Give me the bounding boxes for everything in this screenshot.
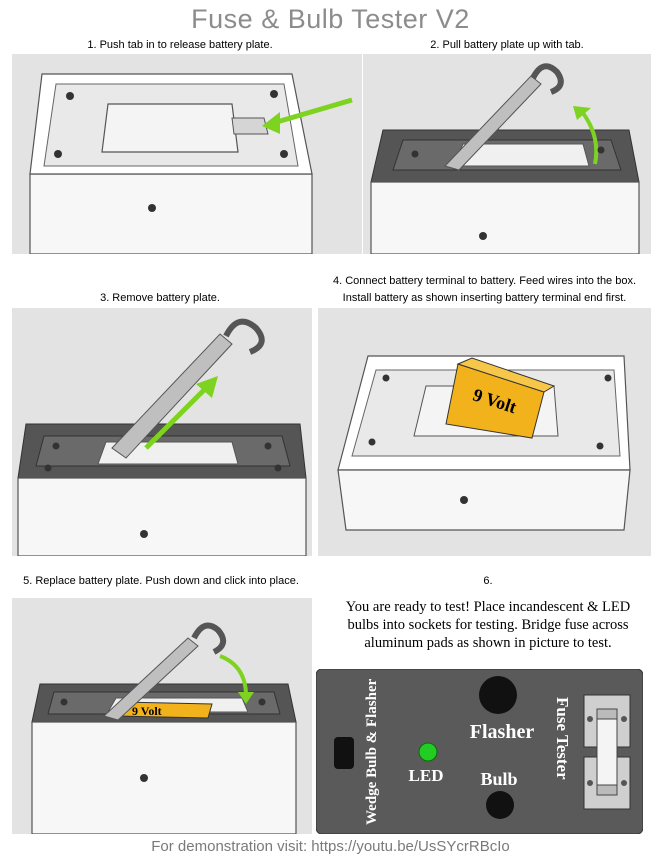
ready-line-1: You are ready to test! Place incandescen…	[345, 599, 631, 615]
step-4-caption-line2: Install battery as shown inserting batte…	[342, 292, 627, 304]
step-3-illustration	[12, 308, 312, 556]
battery-label-step5: 9 Volt	[132, 704, 162, 718]
step-4-illustration: 9 Volt	[318, 308, 651, 556]
fuse-pads[interactable]	[583, 694, 631, 810]
wedge-socket[interactable]	[334, 737, 354, 769]
page-title: Fuse & Bulb Tester V2	[191, 4, 470, 34]
led-label: LED	[409, 766, 444, 785]
bulb-socket[interactable]	[486, 791, 514, 819]
led-indicator	[418, 742, 438, 762]
fuse-icon	[596, 708, 618, 796]
ready-line-2: bulbs into sockets for testing. Bridge f…	[347, 617, 629, 633]
step-6-caption: 6.	[483, 575, 493, 587]
screw-icon	[54, 90, 288, 158]
step-5-caption: 5. Replace battery plate. Push down and …	[23, 575, 299, 587]
wedge-bulb-flasher-label: Wedge Bulb & Flasher	[364, 678, 380, 825]
step-4-caption-line1: 4. Connect battery terminal to battery. …	[332, 275, 637, 287]
flasher-label: Flasher	[470, 721, 535, 743]
step-2-illustration	[363, 54, 651, 254]
step-2-caption: 2. Pull battery plate up with tab.	[430, 39, 584, 51]
step-3-caption: 3. Remove battery plate.	[100, 292, 220, 304]
step-1-illustration	[12, 54, 362, 254]
bulb-label: Bulb	[480, 769, 517, 789]
battery-icon: 9 Volt	[445, 357, 556, 439]
ready-instructions: You are ready to test! Place incandescen…	[317, 598, 659, 652]
ready-line-3: aluminum pads as shown in picture to tes…	[364, 635, 612, 651]
fuse-tester-label: Fuse Tester	[553, 697, 572, 780]
step-5-illustration: 9 Volt	[12, 598, 312, 834]
step-1-caption: 1. Push tab in to release battery plate.	[87, 39, 273, 51]
footer-link-text: For demonstration visit: https://youtu.b…	[151, 838, 510, 855]
flasher-socket[interactable]	[479, 676, 517, 714]
tester-face-plate: Wedge Bulb & Flasher LED Flasher Bulb Fu…	[315, 668, 644, 835]
